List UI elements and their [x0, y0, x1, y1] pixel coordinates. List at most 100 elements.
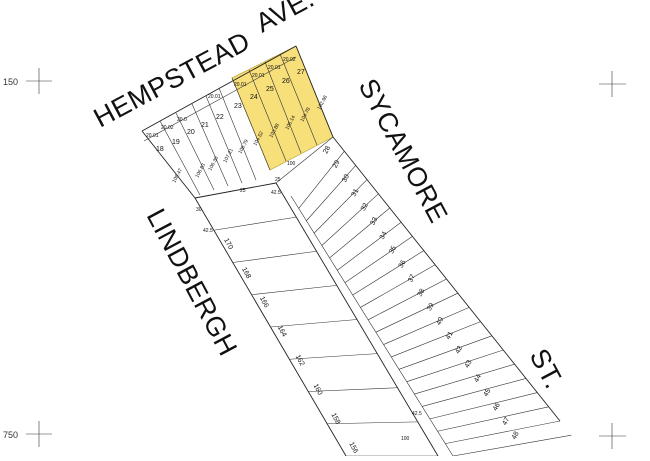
lot-code: 20.01	[146, 133, 159, 139]
lot-divider	[445, 420, 561, 444]
lot-code: 20.02	[161, 125, 174, 131]
lot-label: 46	[492, 402, 502, 412]
crosshair-icon	[26, 421, 52, 447]
sycamore-lot-labels: 2829303132333435363738394041424344454647…	[322, 145, 520, 441]
lot-label: 162	[294, 354, 306, 368]
lot-divider	[383, 307, 470, 345]
lot-label: 18	[156, 146, 164, 153]
lot-label: 31	[351, 188, 361, 198]
lot-label: 42	[454, 345, 464, 355]
lot-label: 38	[417, 288, 427, 298]
lot-label: 25	[266, 86, 274, 93]
street-label-lindbergh: LINDBERGH	[141, 204, 244, 361]
crosshair-icon	[599, 71, 626, 97]
lot-label: 27	[297, 69, 305, 76]
dimension: 42.5	[412, 411, 422, 417]
lot-label: 33	[369, 216, 379, 226]
lot-divider	[329, 207, 390, 259]
dimension: 100	[287, 161, 296, 167]
lot-code: 20.01	[208, 94, 221, 100]
lot-depth: 106.83	[194, 162, 207, 179]
lot-label: 28	[322, 145, 332, 155]
lot-label: 45	[483, 388, 493, 398]
street-label-hempstead: HEMPSTEAD	[89, 26, 255, 133]
lot-divider	[437, 406, 549, 432]
lot-label: 39	[426, 302, 436, 312]
lot-label: 41	[445, 331, 455, 341]
inner-strip-line	[290, 195, 454, 457]
dimension: 30	[196, 207, 202, 213]
lot-label: 34	[379, 231, 389, 241]
lot-code: 20.0	[177, 117, 187, 123]
lot-divider	[251, 285, 337, 296]
lot-divider	[308, 387, 398, 392]
lot-code: 20.01	[252, 73, 265, 79]
lot-label: 156	[347, 441, 359, 455]
lot-depth: 102.98	[316, 94, 329, 111]
lot-label: 48	[511, 431, 521, 441]
lot-label: 158	[329, 412, 341, 426]
lot-label: 37	[407, 273, 417, 283]
coordinate-label: 750	[3, 430, 18, 440]
street-label-ave: AVE.	[251, 0, 319, 38]
lot-label: 21	[201, 122, 209, 129]
lot-label: 47	[501, 416, 511, 426]
lot-divider	[298, 151, 345, 209]
lot-label: 24	[250, 94, 258, 101]
lot-depth: 105.79	[237, 138, 250, 155]
coordinate-label: 150	[3, 77, 18, 87]
lot-divider	[289, 353, 378, 360]
lot-label: 166	[258, 295, 270, 309]
lot-code: 20.02	[283, 57, 296, 63]
lot-divider	[414, 363, 515, 395]
lot-divider	[352, 250, 424, 296]
lot-label: 160	[312, 383, 324, 397]
lot-label: 23	[234, 103, 242, 110]
dimension: 100	[401, 436, 410, 442]
lot-divider	[327, 421, 418, 425]
lot-divider	[368, 278, 447, 321]
lot-divider	[306, 165, 356, 221]
lot-divider	[360, 264, 436, 308]
lot-code: 20.01	[234, 82, 247, 88]
lot-divider	[344, 236, 413, 283]
lot-divider	[232, 250, 317, 263]
lot-label: 44	[473, 373, 483, 383]
lot-divider	[406, 349, 504, 382]
street-label-st: ST.	[524, 344, 570, 394]
lot-label: 40	[435, 316, 445, 326]
lot-label: 22	[216, 114, 224, 121]
top-lot-codes: 20.01 20.02 20.0 20.01 20.01 20.01 20.02…	[146, 57, 296, 139]
lot-label: 36	[398, 259, 408, 269]
lot-divider	[313, 179, 368, 234]
lot-label: 26	[282, 78, 290, 85]
top-lot-labels: 18 19 20 21 22 23 24 25 26 27	[156, 69, 305, 153]
dimension-labels: 100 42.5 25 30 25 42.5 100 42.5	[196, 161, 422, 442]
dimension: 42.5	[203, 228, 213, 234]
lot-divider	[270, 319, 358, 328]
lot-code: 20.01	[268, 65, 281, 71]
lot-divider	[337, 221, 402, 271]
lot-label: 30	[341, 173, 351, 183]
lot-label: 29	[332, 159, 342, 169]
lot-divider	[391, 321, 481, 358]
lot-label: 20	[187, 129, 195, 136]
lot-label: 168	[240, 266, 252, 280]
lot-divider	[321, 193, 379, 246]
lindbergh-lot-lines	[213, 216, 438, 457]
lot-label: 32	[360, 202, 370, 212]
lindbergh-lot-labels: 170 168 166 164 162 160 158 156	[222, 237, 359, 455]
crosshair-icon	[26, 68, 52, 94]
lot-label: 164	[276, 325, 288, 339]
lot-label: 35	[388, 245, 398, 255]
dimension: 25	[240, 188, 246, 194]
lot-label: 170	[222, 237, 234, 251]
lot-divider	[213, 216, 297, 231]
dimension: 25	[275, 177, 281, 183]
lot-divider	[375, 292, 458, 333]
lot-divider	[398, 335, 493, 370]
registration-marks	[26, 68, 626, 449]
dimension: 42.5	[271, 190, 281, 196]
crosshair-icon	[599, 423, 626, 449]
